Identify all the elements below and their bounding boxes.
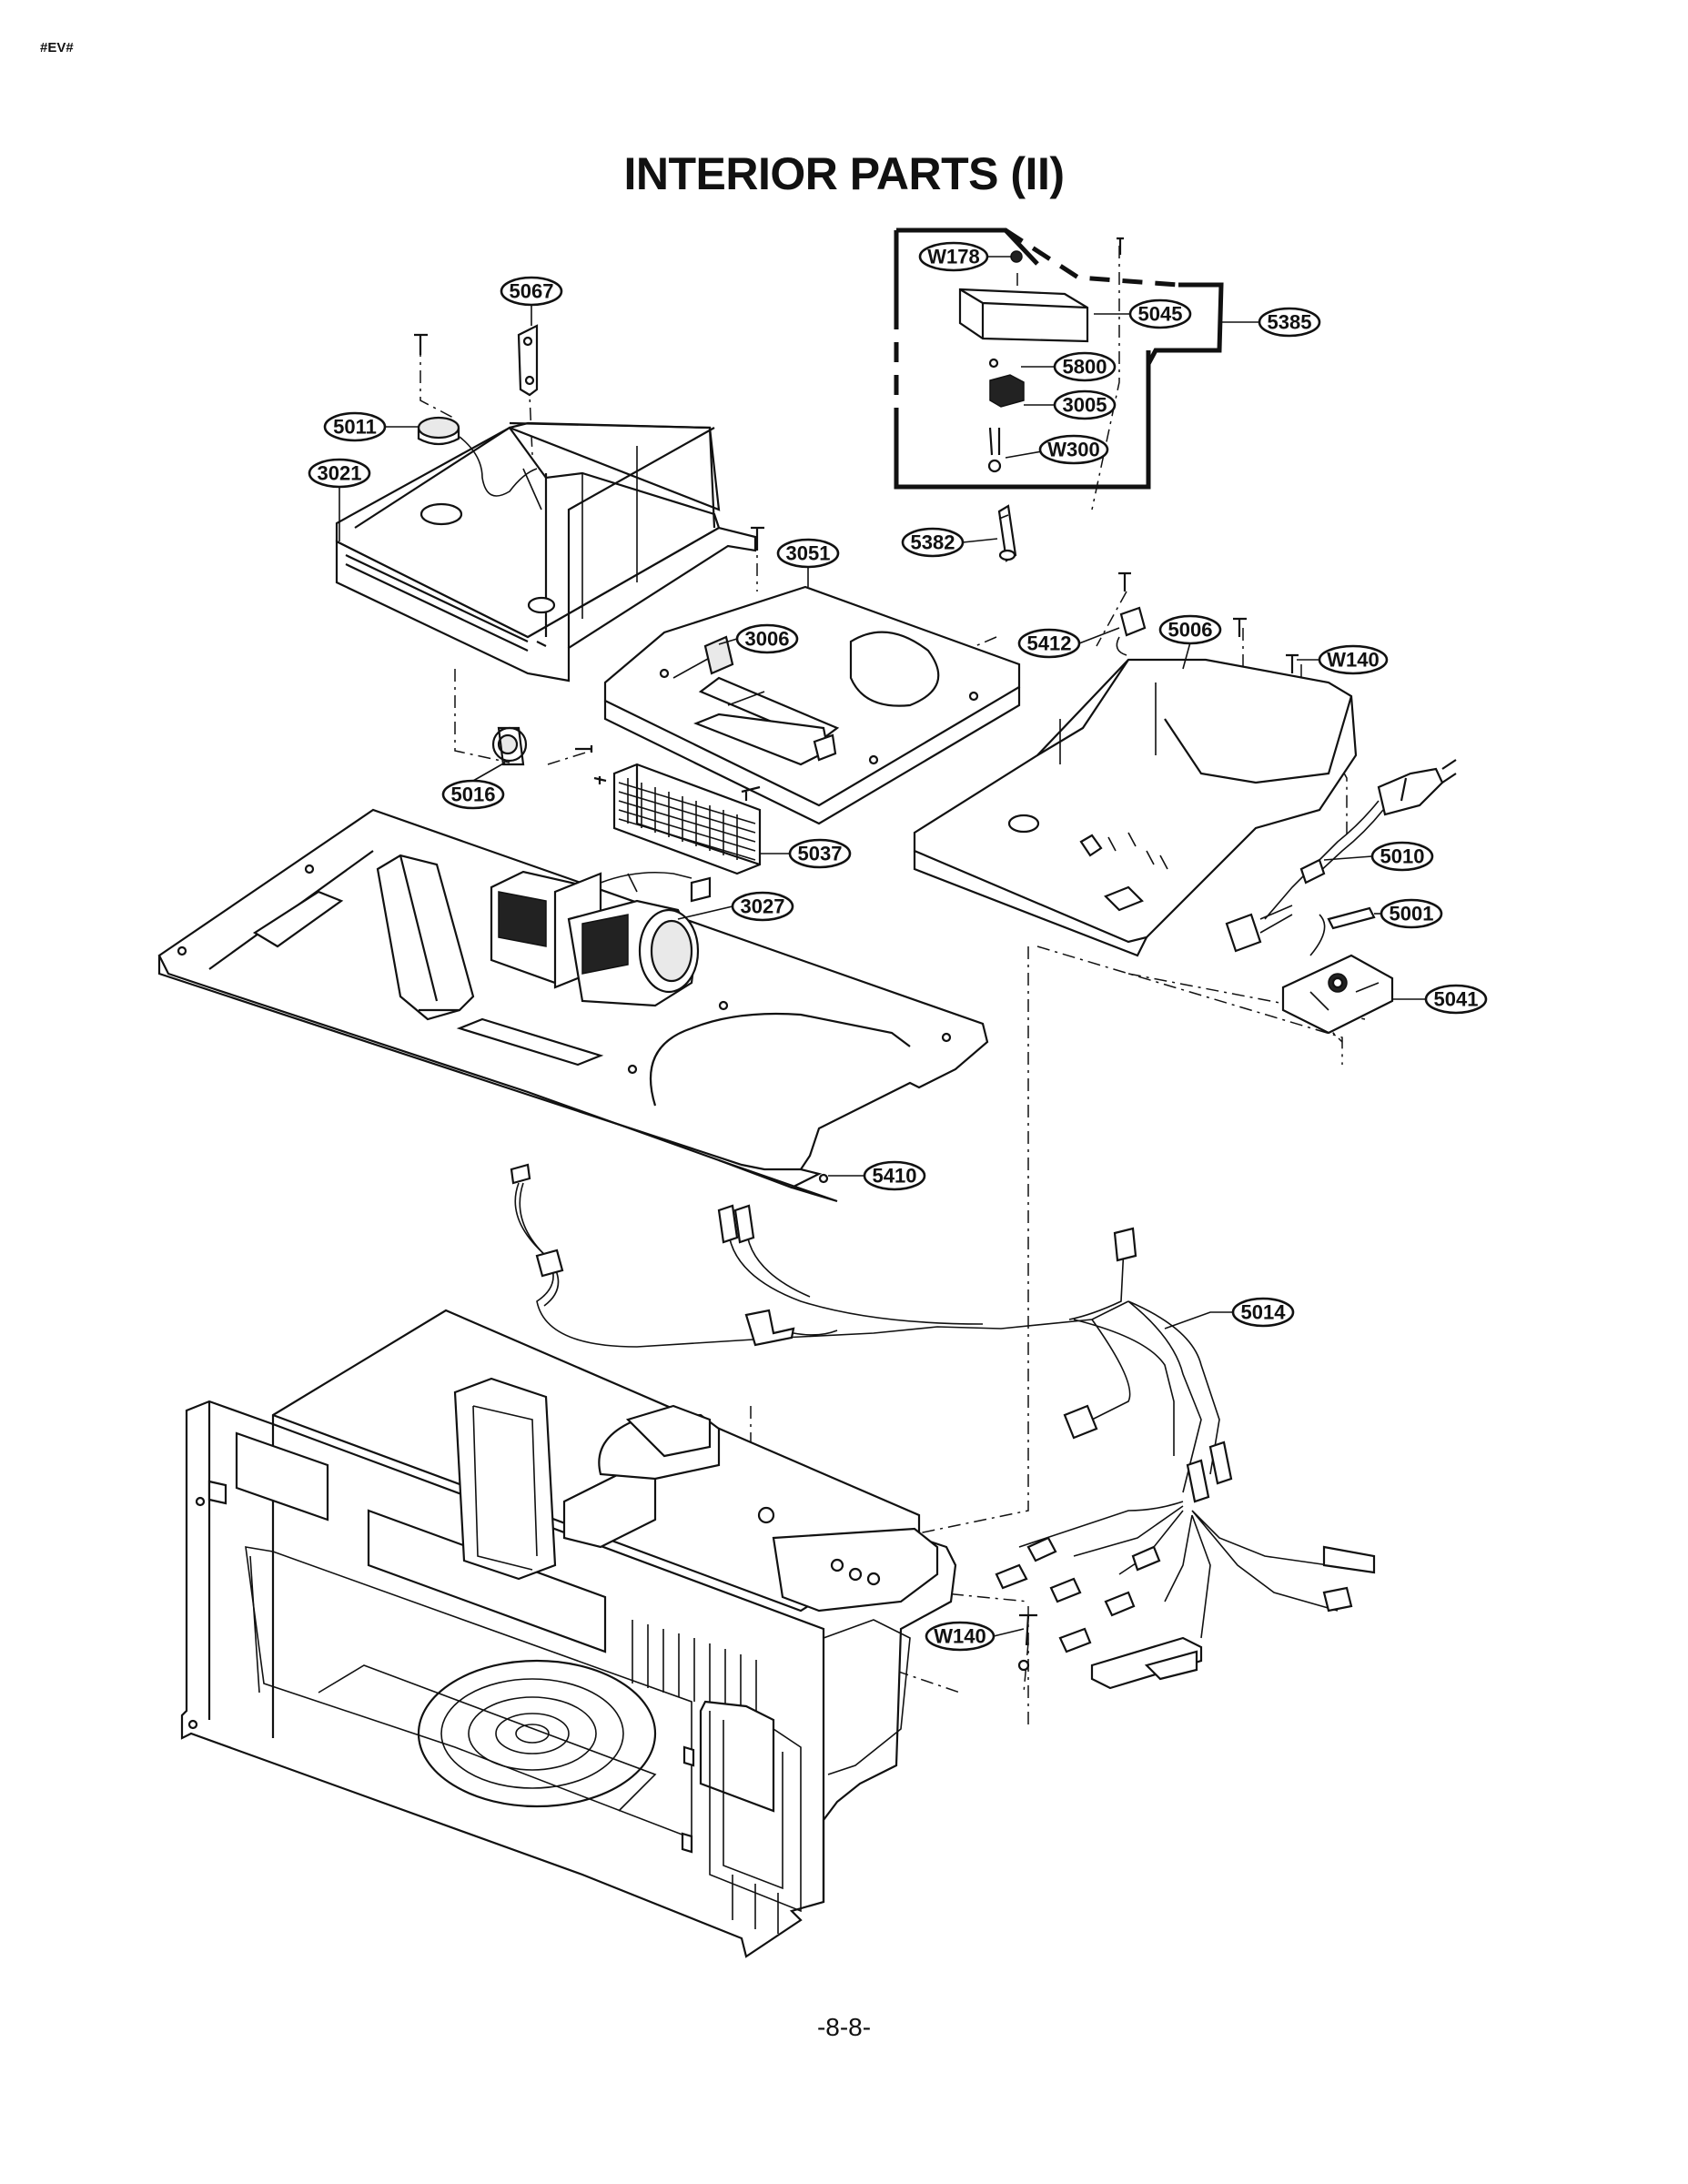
part-5041-noise-filter-board bbox=[1281, 914, 1394, 1035]
page-title: INTERIOR PARTS (II) bbox=[623, 148, 1065, 199]
assembly-box-5385 bbox=[894, 228, 1224, 490]
svg-text:5037: 5037 bbox=[798, 843, 843, 865]
part-5010-power-cord bbox=[1225, 759, 1457, 953]
callout-5041: 5041 bbox=[1392, 984, 1488, 1015]
part-w300-screw bbox=[987, 427, 1002, 473]
svg-text:5041: 5041 bbox=[1434, 988, 1479, 1011]
callout-3027: 3027 bbox=[677, 891, 794, 922]
svg-text:5800: 5800 bbox=[1063, 356, 1107, 379]
part-w178-screw bbox=[1010, 250, 1023, 263]
svg-text:3027: 3027 bbox=[741, 895, 785, 918]
callout-5037: 5037 bbox=[760, 838, 852, 869]
part-3005-switch bbox=[989, 374, 1025, 408]
callout-5006: 5006 bbox=[1158, 614, 1222, 670]
part-3051-plate bbox=[603, 585, 1021, 825]
svg-text:5011: 5011 bbox=[333, 416, 377, 439]
part-5001-fuse bbox=[1327, 906, 1376, 930]
callout-W300: W300 bbox=[1005, 434, 1109, 465]
svg-text:W178: W178 bbox=[927, 246, 979, 268]
svg-text:5067: 5067 bbox=[510, 280, 554, 303]
callout-5412: 5412 bbox=[1017, 627, 1120, 659]
svg-text:3006: 3006 bbox=[745, 628, 790, 651]
svg-text:W140: W140 bbox=[1327, 649, 1379, 672]
svg-text:5385: 5385 bbox=[1268, 311, 1312, 334]
callout-W178: W178 bbox=[918, 241, 1012, 272]
callout-5016: 5016 bbox=[441, 762, 506, 810]
svg-text:3051: 3051 bbox=[786, 542, 831, 565]
svg-text:5014: 5014 bbox=[1241, 1301, 1287, 1324]
part-5067-bracket bbox=[517, 324, 539, 397]
svg-text:5006: 5006 bbox=[1168, 619, 1213, 642]
svg-text:5016: 5016 bbox=[451, 784, 496, 806]
callout-W140-top: W140 bbox=[1297, 644, 1389, 675]
cavity-frame bbox=[180, 1309, 957, 1958]
callout-3005: 3005 bbox=[1024, 389, 1117, 420]
callout-5010: 5010 bbox=[1323, 841, 1434, 872]
part-5045-cover bbox=[958, 288, 1089, 343]
callout-5045: 5045 bbox=[1094, 298, 1192, 329]
part-5800-nut bbox=[988, 358, 999, 369]
svg-text:3021: 3021 bbox=[318, 462, 362, 485]
svg-text:W140: W140 bbox=[934, 1625, 986, 1648]
screws-top bbox=[414, 237, 1299, 673]
part-3006-switch bbox=[703, 635, 734, 675]
svg-text:5412: 5412 bbox=[1027, 632, 1072, 655]
callout-5067: 5067 bbox=[500, 276, 563, 326]
callout-5014: 5014 bbox=[1164, 1297, 1295, 1330]
part-3021-housing bbox=[335, 421, 757, 682]
callout-5385: 5385 bbox=[1221, 307, 1321, 338]
svg-text:5410: 5410 bbox=[873, 1165, 917, 1188]
part-5011-thermostat bbox=[417, 416, 542, 511]
document-code: #EV# bbox=[40, 40, 74, 56]
page-number: -8-8- bbox=[816, 2013, 872, 2041]
svg-text:3005: 3005 bbox=[1063, 394, 1107, 417]
callout-5382: 5382 bbox=[901, 527, 998, 558]
callout-3021: 3021 bbox=[308, 458, 371, 541]
screw-3051 bbox=[741, 785, 761, 801]
part-5006-tray bbox=[913, 658, 1358, 957]
callout-W140-bottom: W140 bbox=[925, 1621, 1025, 1652]
callout-3051: 3051 bbox=[776, 538, 840, 587]
svg-text:5010: 5010 bbox=[1380, 845, 1425, 868]
callout-5001: 5001 bbox=[1374, 898, 1443, 929]
callout-labels: W178 5045 5385 5800 3005 W300 bbox=[308, 241, 1488, 1652]
svg-text:5001: 5001 bbox=[1390, 903, 1434, 925]
svg-text:5045: 5045 bbox=[1138, 303, 1183, 326]
part-5382-fuse bbox=[997, 504, 1017, 562]
part-5412-clip bbox=[1116, 606, 1147, 656]
part-5037-filter bbox=[593, 763, 762, 875]
callout-5800: 5800 bbox=[1021, 351, 1117, 382]
part-3027-fan-motor bbox=[490, 870, 712, 1007]
callout-5011: 5011 bbox=[323, 411, 419, 442]
part-5410-base-plate bbox=[157, 808, 989, 1203]
svg-text:W300: W300 bbox=[1047, 439, 1099, 461]
svg-text:5382: 5382 bbox=[911, 531, 955, 554]
callout-3006: 3006 bbox=[718, 623, 799, 654]
fan-duct bbox=[376, 854, 475, 1021]
part-5014-wire-harness bbox=[510, 1163, 1376, 1690]
part-w140-screws bbox=[1017, 1613, 1037, 1672]
part-5016-thermostat bbox=[491, 726, 593, 766]
callout-5410: 5410 bbox=[828, 1160, 926, 1191]
